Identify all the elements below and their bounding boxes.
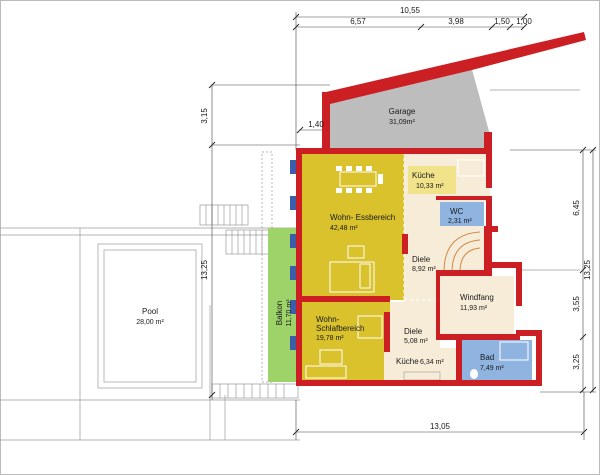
diele-top-label: Diele xyxy=(412,255,431,264)
dim-top-a: 6,57 xyxy=(350,17,366,26)
wohn-essbereich-label: Wohn- Essbereich xyxy=(330,213,395,222)
dim-top-b: 3,98 xyxy=(448,17,464,26)
pool-area: 28,00 m² xyxy=(136,319,164,326)
kueche-bottom-area: 6,34 m² xyxy=(420,359,444,366)
dim-left-garage: 1,40 xyxy=(308,120,324,129)
pool-label: Pool xyxy=(142,307,158,316)
kueche-bottom-fill xyxy=(384,348,460,382)
bathtub xyxy=(499,341,529,361)
kueche-top-fill-2 xyxy=(408,166,456,194)
diele-top-area: 8,92 m² xyxy=(412,266,436,273)
diele-bottom-area: 5,08 m² xyxy=(404,338,428,345)
kueche-top-area: 10,33 m² xyxy=(416,183,444,190)
bed xyxy=(357,315,383,339)
kueche-bottom-label: Küche xyxy=(396,357,419,366)
garage-area: 31,09m² xyxy=(389,119,415,126)
dim-bottom-total: 13,05 xyxy=(430,422,451,431)
kueche-top-label: Küche xyxy=(412,171,435,180)
bad-label: Bad xyxy=(480,353,494,362)
walls xyxy=(290,32,586,386)
diele-bottom-label: Diele xyxy=(404,327,423,336)
balkon-label: Balkon xyxy=(275,301,284,325)
wohn-schlaf-area: 19,78 m² xyxy=(316,335,344,342)
room-labels: Garage 31,09m² Küche 10,33 m² Wohn- Essb… xyxy=(136,107,504,372)
dim-right-b: 3,55 xyxy=(572,296,581,312)
wc-label: WC xyxy=(450,207,464,216)
dimension-labels: 10,55 6,57 3,98 1,50 1,00 3,15 1,40 13,2… xyxy=(200,6,592,431)
windfang-label: Windfang xyxy=(460,293,494,302)
dim-top-d: 1,00 xyxy=(516,17,532,26)
garage-label: Garage xyxy=(389,107,416,116)
wohn-essbereich-area: 42,48 m² xyxy=(330,225,358,232)
garage-roof-wall xyxy=(326,32,586,104)
sofa xyxy=(329,261,375,293)
bad-area: 7,49 m² xyxy=(480,365,504,372)
stair-fill xyxy=(440,226,484,276)
wc-fill xyxy=(440,202,484,226)
windfang-area: 11,93 m² xyxy=(460,305,488,312)
dining-table xyxy=(339,171,377,187)
wohn-schlaf-label-1: Wohn- xyxy=(316,315,340,324)
diele-top-fill xyxy=(404,202,440,302)
dim-right-a: 6,45 xyxy=(572,200,581,216)
wohn-schlaf-label-2: Schlafbereich xyxy=(316,324,364,333)
dim-top-total: 10,55 xyxy=(400,6,421,15)
dim-right-c: 3,25 xyxy=(572,354,581,370)
dim-right-total: 13,25 xyxy=(583,259,592,280)
dim-top-c: 1,50 xyxy=(494,17,510,26)
wc-area: 2,31 m² xyxy=(448,218,472,225)
pool-outline xyxy=(103,249,197,383)
balkon-area: 11,70 m² xyxy=(286,299,293,327)
dim-left-upper: 3,15 xyxy=(200,108,209,124)
windfang-fill xyxy=(440,276,514,336)
dim-left-total: 13,25 xyxy=(200,259,209,280)
wohn-essbereich-fill xyxy=(302,152,404,300)
garage-fill xyxy=(330,62,490,150)
diele-bottom-fill xyxy=(390,302,440,348)
